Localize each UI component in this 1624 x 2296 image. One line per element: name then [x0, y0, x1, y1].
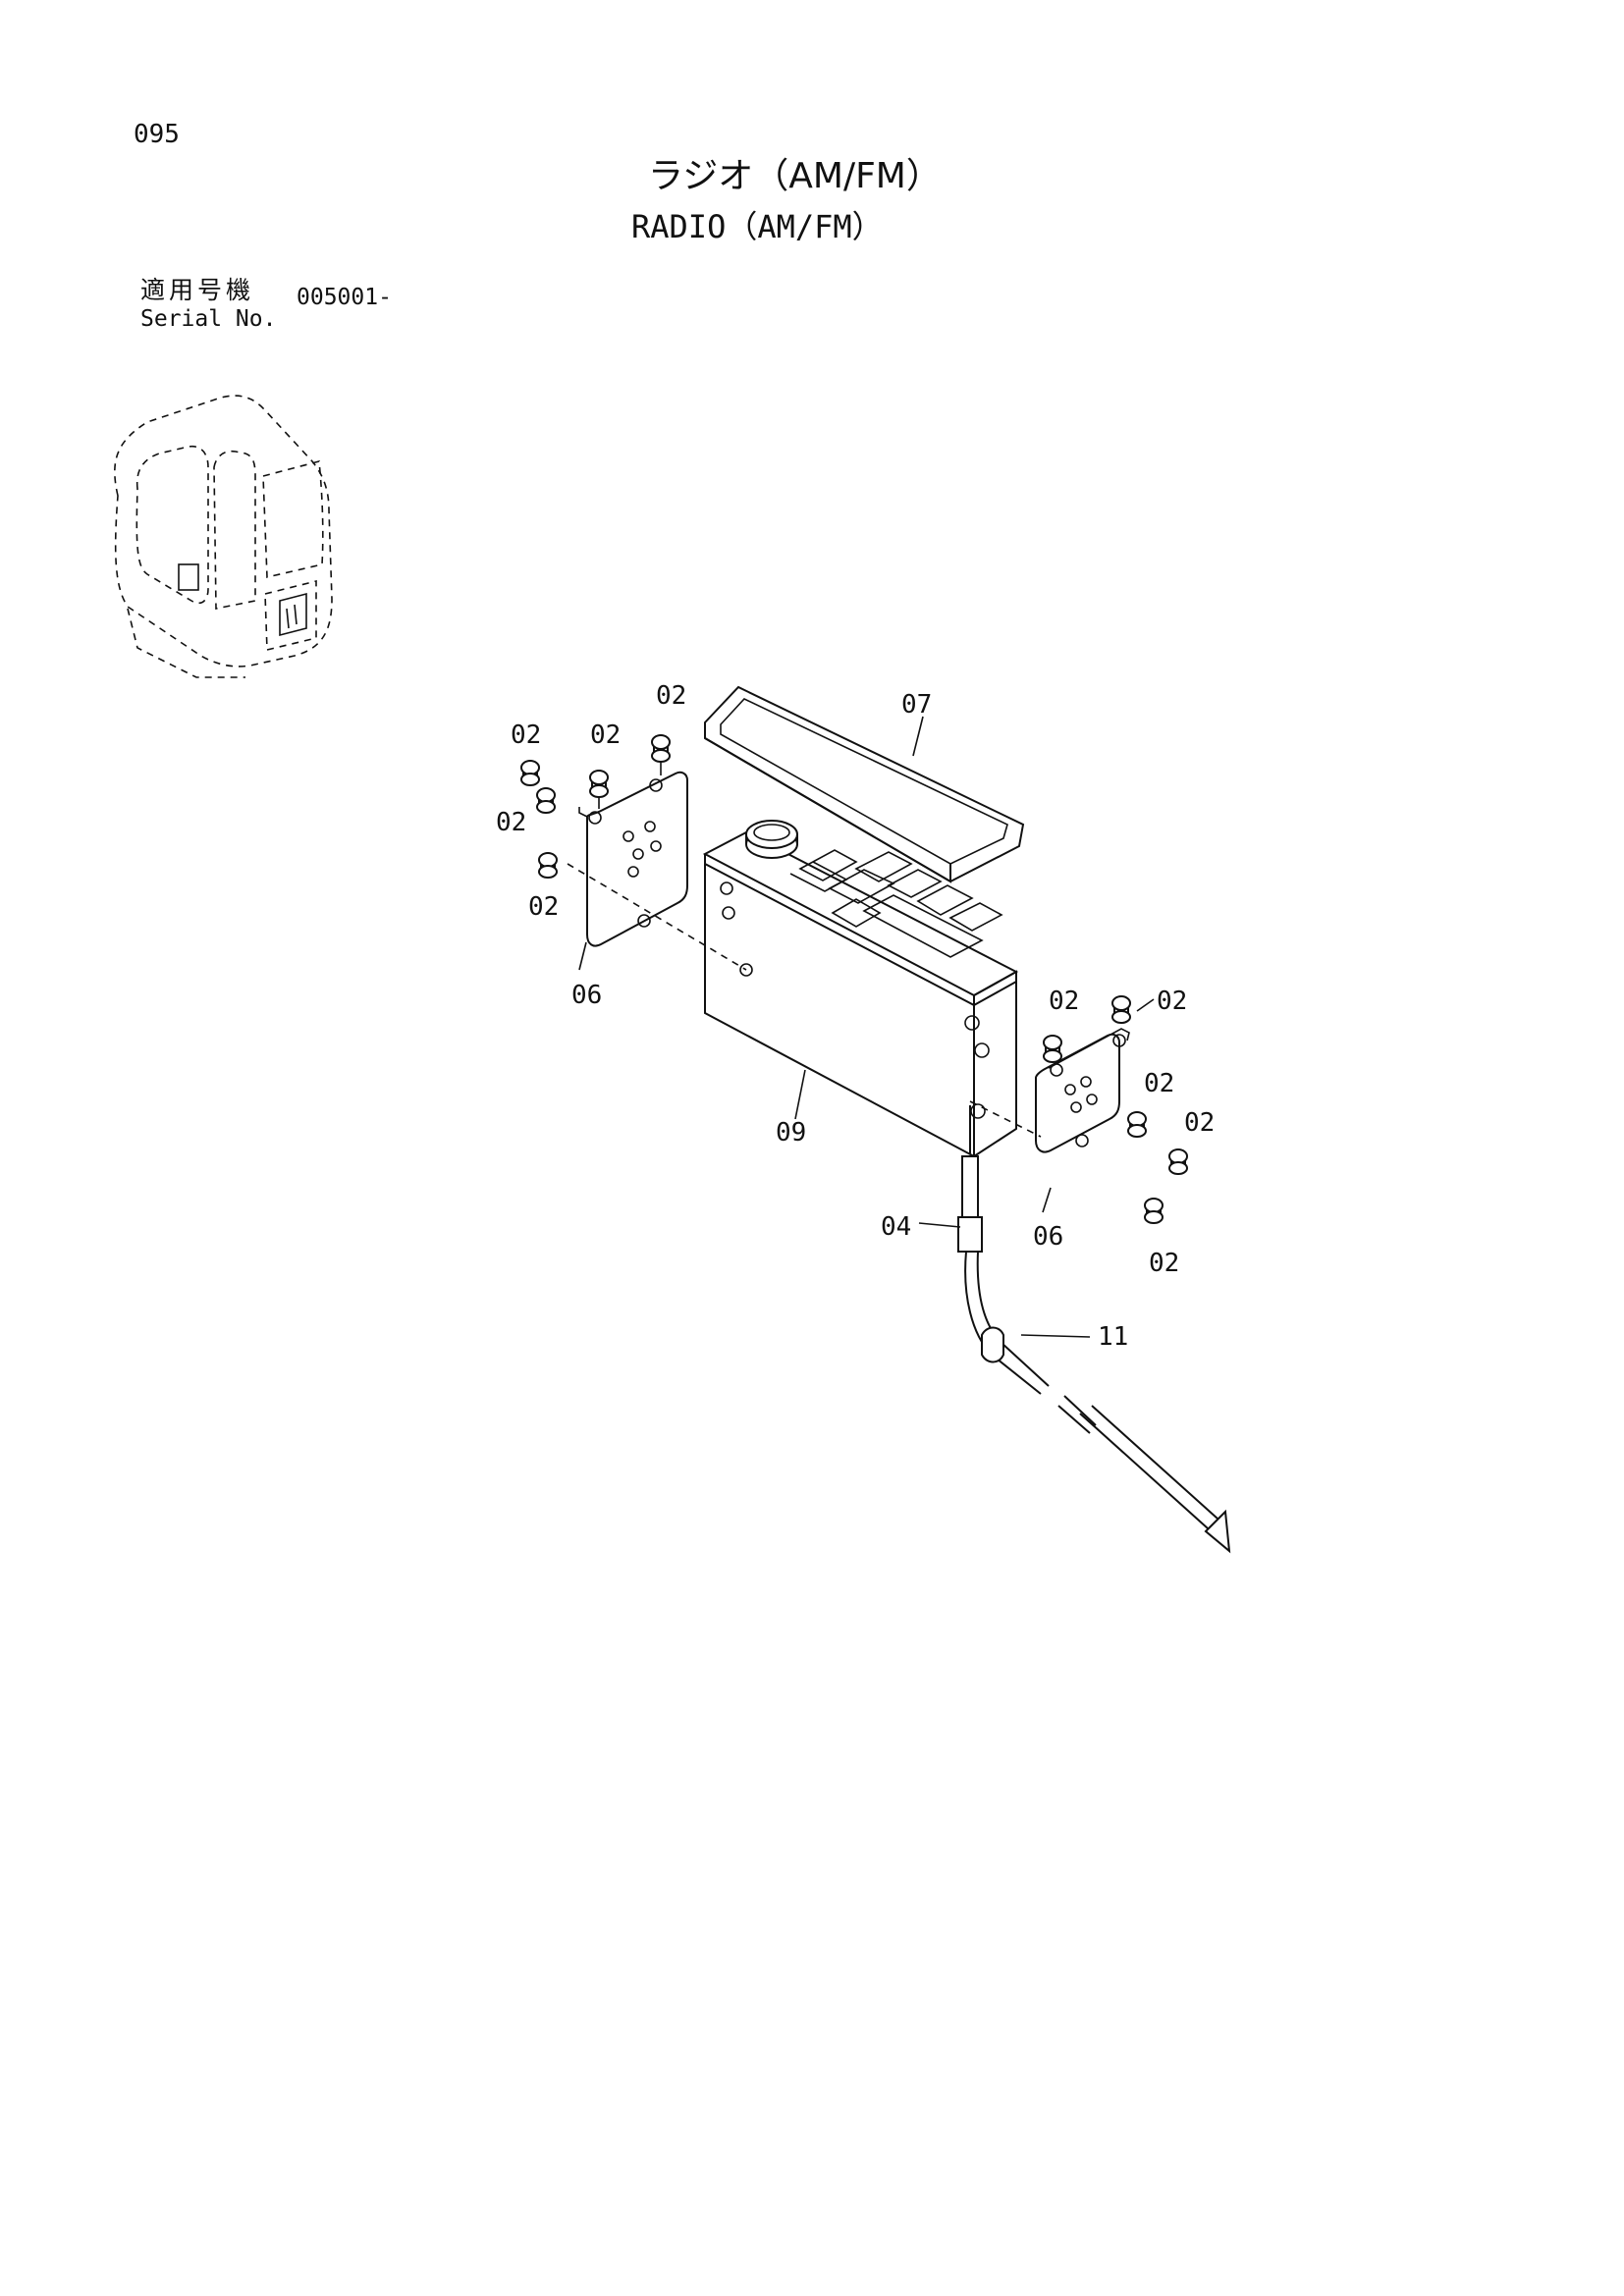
serial-label-english: Serial No.: [140, 306, 277, 332]
cover-part: [704, 685, 1025, 883]
callout-screw: 02: [1049, 987, 1079, 1016]
callout-screw: 02: [1144, 1069, 1174, 1098]
callout-clamp: 11: [1098, 1322, 1128, 1352]
radio-unit: [702, 820, 1019, 1158]
callout-screw: 02: [656, 681, 686, 711]
page-title-japanese: ラジオ（AM/FM）: [648, 156, 942, 196]
cab-location-thumbnail: [114, 395, 333, 678]
callout-screw: 02: [1157, 987, 1187, 1016]
leader-lines: [578, 716, 1155, 1338]
page-number: 095: [134, 120, 180, 149]
page-title-english: RADIO（AM/FM）: [631, 208, 884, 245]
callout-radio: 09: [776, 1118, 806, 1148]
callout-cover: 07: [901, 690, 932, 720]
antenna-cable: [957, 1105, 1231, 1554]
callout-screw: 02: [528, 892, 559, 922]
callout-screw: 02: [1184, 1108, 1215, 1138]
callout-screw: 02: [496, 808, 526, 837]
bracket-plate-left: [567, 771, 747, 971]
serial-label-japanese: 適用号機: [140, 276, 255, 304]
callout-plate-left: 06: [571, 981, 602, 1010]
screw-parts: [520, 734, 1188, 1224]
callout-screw: 02: [1149, 1249, 1179, 1278]
callout-screw: 02: [590, 721, 621, 750]
callout-screw: 02: [511, 721, 541, 750]
callout-antenna: 04: [881, 1212, 911, 1242]
bracket-plate-right: [969, 1028, 1130, 1153]
callout-plate-right: 06: [1033, 1222, 1063, 1252]
serial-number-value: 005001-: [297, 285, 392, 310]
